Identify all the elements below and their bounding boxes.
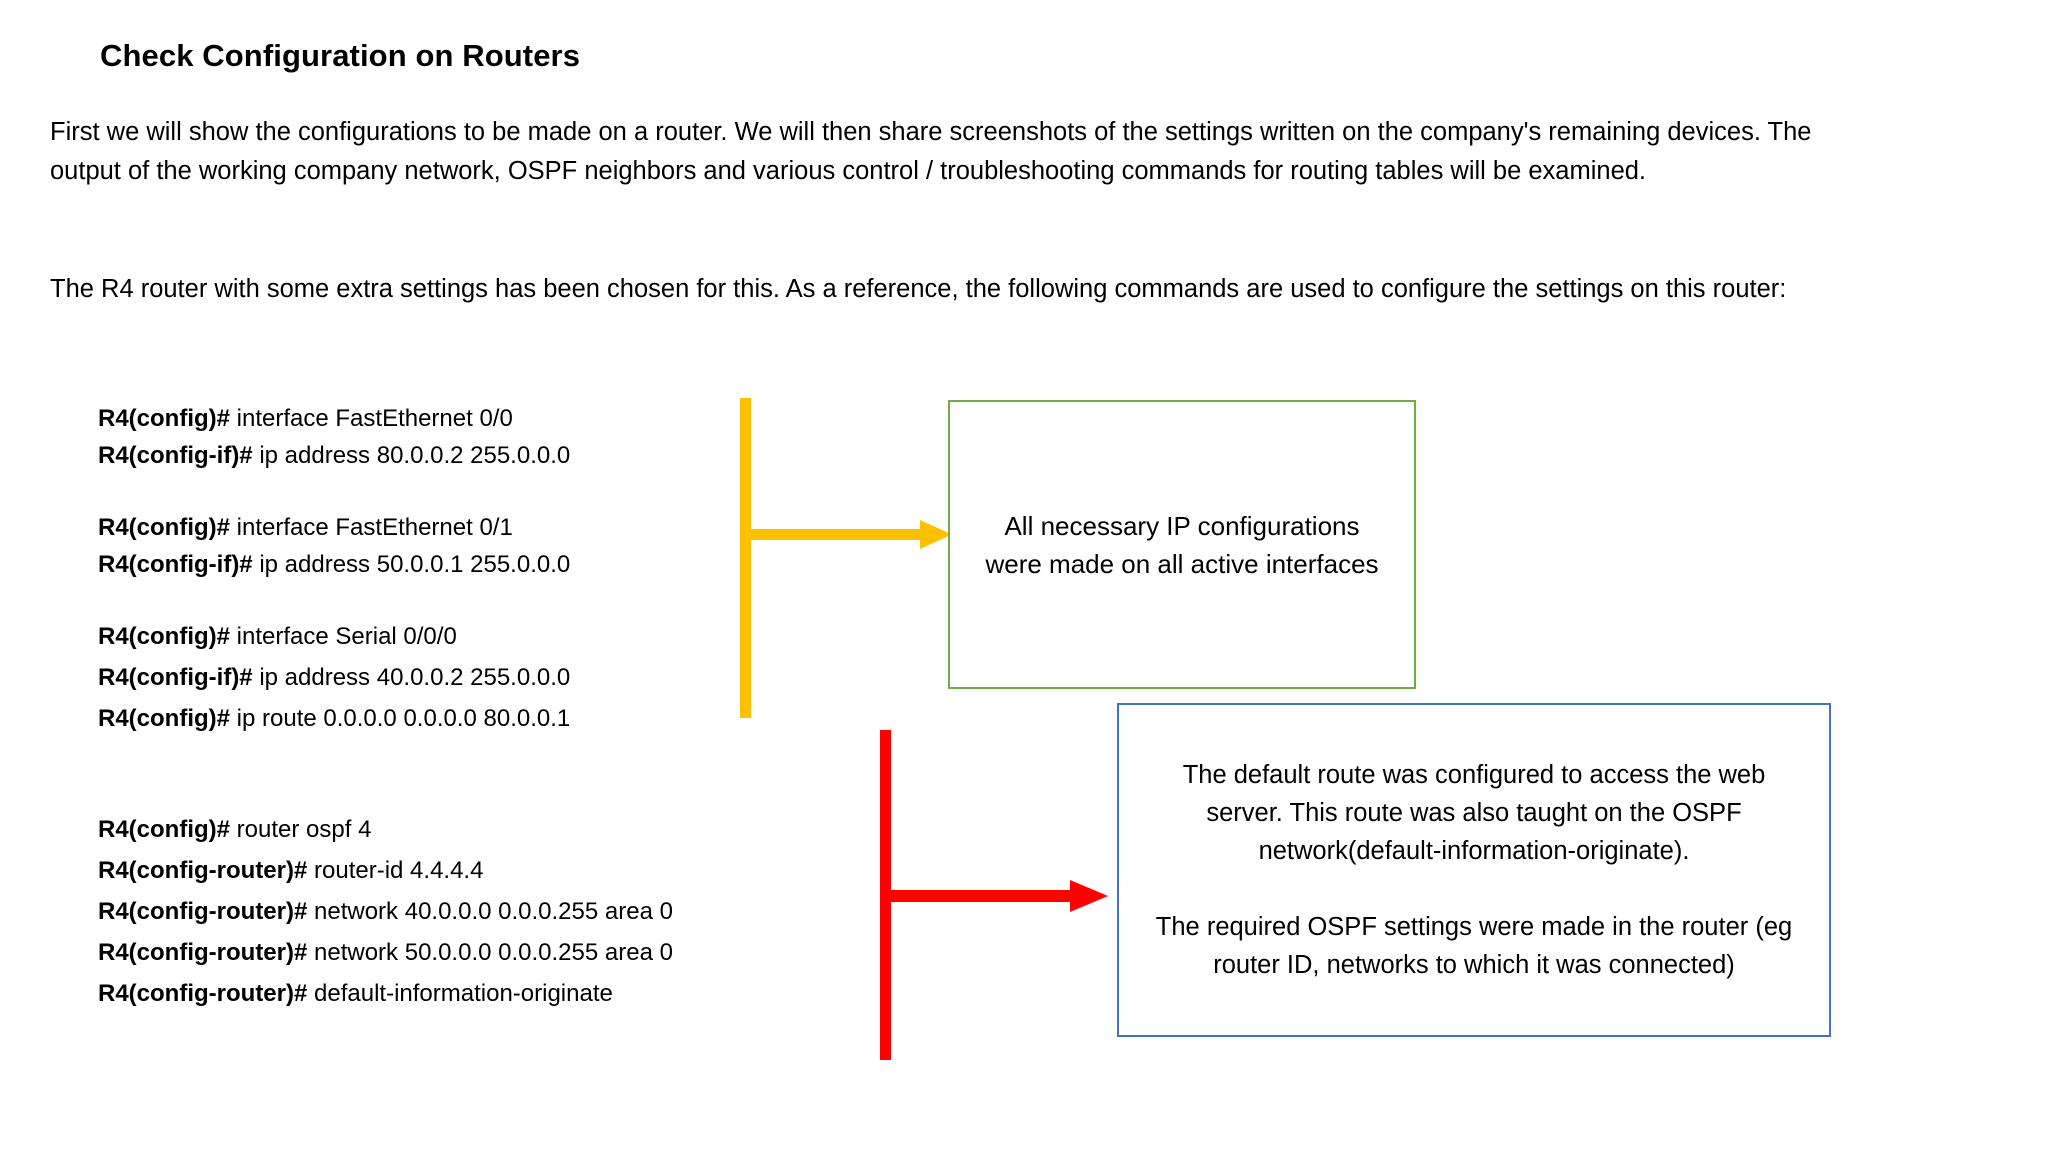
red-arrow-head: [1070, 880, 1108, 912]
red-arrow: [880, 730, 1108, 1060]
cli-line: R4(config-router)# network 50.0.0.0 0.0.…: [98, 934, 818, 975]
cli-prompt: R4(config)#: [98, 623, 230, 650]
cli-line: R4(config)# ip route 0.0.0.0 0.0.0.0 80.…: [98, 700, 818, 741]
cli-command: network 50.0.0.0 0.0.0.255 area 0: [307, 939, 673, 966]
router-config-listing: R4(config)# interface FastEthernet 0/0 R…: [98, 400, 818, 1016]
cli-command: router-id 4.4.4.4: [307, 857, 484, 884]
cli-command: network 40.0.0.0 0.0.0.255 area 0: [307, 898, 673, 925]
cli-prompt: R4(config-router)#: [98, 980, 308, 1007]
cli-line: R4(config-if)# ip address 80.0.0.2 255.0…: [98, 437, 818, 474]
cli-command: default-information-originate: [307, 980, 613, 1007]
cli-prompt: R4(config-router)#: [98, 898, 308, 925]
yellow-arrow-stem: [740, 398, 751, 718]
callout-blue-paragraph-1: The default route was configured to acce…: [1182, 761, 1766, 865]
cli-command: ip address 50.0.0.1 255.0.0.0: [252, 551, 571, 578]
cli-prompt: R4(config-router)#: [98, 939, 308, 966]
cli-line: R4(config)# interface Serial 0/0/0: [98, 618, 818, 659]
yellow-arrow-shaft: [750, 529, 928, 540]
cli-prompt: R4(config)#: [98, 705, 230, 732]
cli-line: R4(config)# router ospf 4: [98, 811, 818, 852]
cli-spacer: [98, 776, 818, 811]
cli-spacer: [98, 741, 818, 776]
cli-line: R4(config-if)# ip address 50.0.0.1 255.0…: [98, 546, 818, 583]
cli-line: R4(config-if)# ip address 40.0.0.2 255.0…: [98, 659, 818, 700]
red-arrow-shaft: [890, 890, 1078, 902]
cli-prompt: R4(config-if)#: [98, 664, 253, 691]
cli-prompt: R4(config)#: [98, 816, 230, 843]
cli-prompt: R4(config-router)#: [98, 857, 308, 884]
cli-line: R4(config)# interface FastEthernet 0/1: [98, 509, 818, 546]
cli-spacer: [98, 474, 818, 509]
cli-command: interface Serial 0/0/0: [230, 623, 457, 650]
cli-spacer: [98, 583, 818, 618]
cli-command: ip address 40.0.0.2 255.0.0.0: [252, 664, 571, 691]
cli-command: interface FastEthernet 0/1: [230, 514, 513, 541]
cli-command: ip address 80.0.0.2 255.0.0.0: [252, 442, 571, 469]
intro-paragraph-1: First we will show the configurations to…: [50, 118, 1812, 185]
cli-prompt: R4(config)#: [98, 514, 230, 541]
callout-blue-paragraph-2: The required OSPF settings were made in …: [1155, 913, 1793, 979]
callout-box-ip-config: All necessary IP configurations were mad…: [948, 400, 1416, 689]
cli-line: R4(config-router)# router-id 4.4.4.4: [98, 852, 818, 893]
page-title: Check Configuration on Routers: [100, 38, 581, 73]
cli-command: interface FastEthernet 0/0: [230, 405, 513, 432]
cli-prompt: R4(config-if)#: [98, 551, 253, 578]
cli-line: R4(config-router)# network 40.0.0.0 0.0.…: [98, 893, 818, 934]
callout-box-ospf-default-route: The default route was configured to acce…: [1117, 703, 1831, 1037]
yellow-arrow: [740, 398, 952, 718]
cli-prompt: R4(config-if)#: [98, 442, 253, 469]
callout-green-text: All necessary IP configurations were mad…: [985, 510, 1379, 579]
intro-paragraph-2: The R4 router with some extra settings h…: [50, 275, 1787, 303]
cli-line: R4(config-router)# default-information-o…: [98, 975, 818, 1016]
red-arrow-stem: [880, 730, 891, 1060]
yellow-arrow-head: [920, 520, 952, 549]
cli-line: R4(config)# interface FastEthernet 0/0: [98, 400, 818, 437]
cli-prompt: R4(config)#: [98, 405, 230, 432]
cli-command: router ospf 4: [230, 816, 372, 843]
cli-command: ip route 0.0.0.0 0.0.0.0 80.0.0.1: [230, 705, 571, 732]
